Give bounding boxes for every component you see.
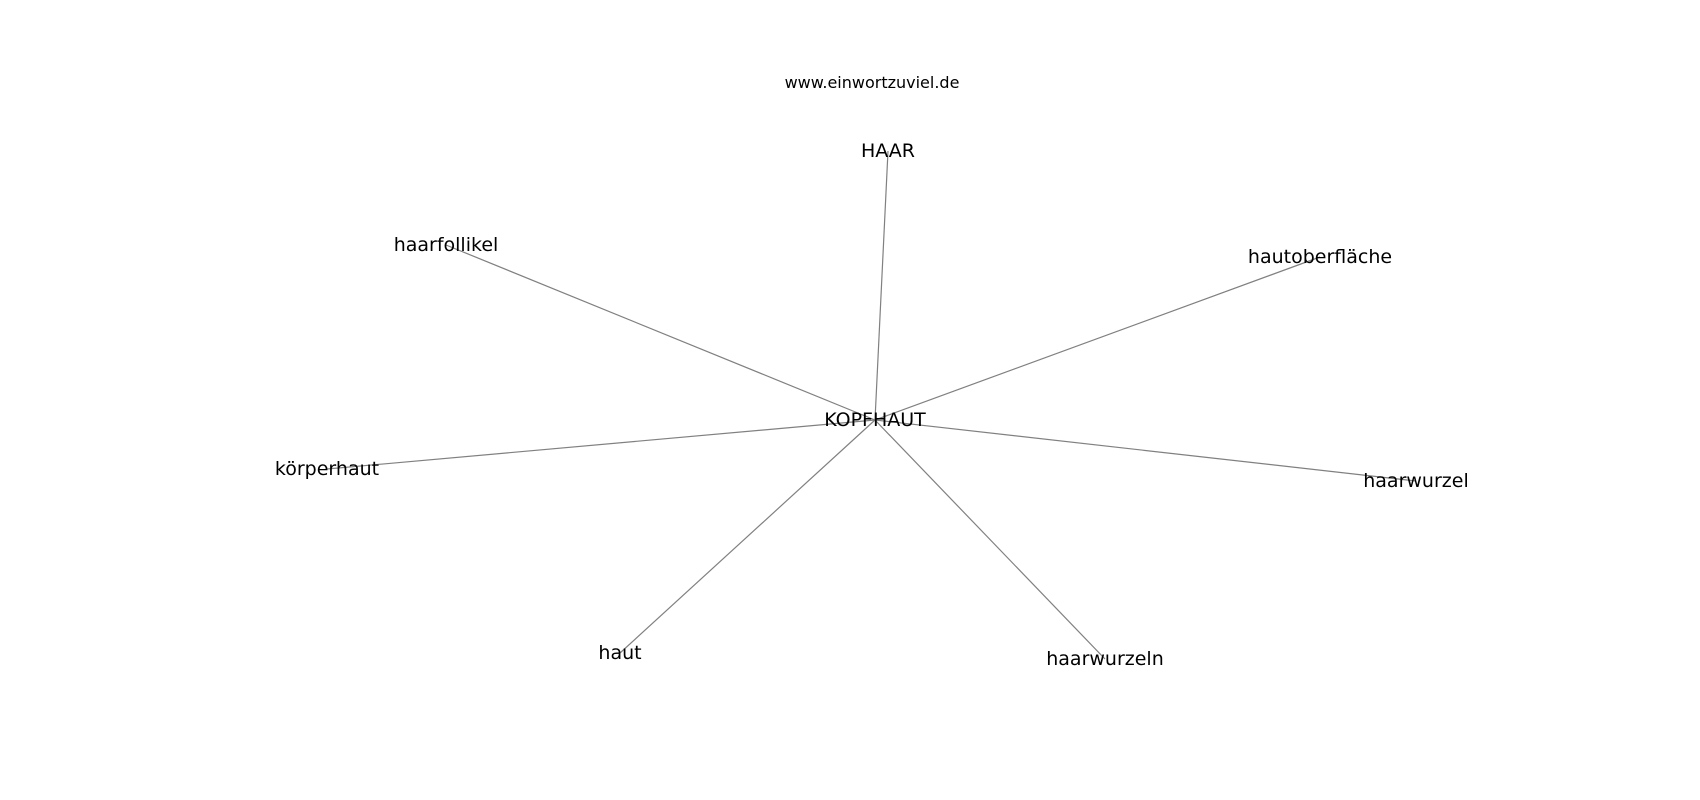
node-label-haarwurzel: haarwurzel — [1363, 470, 1468, 492]
watermark-text: www.einwortzuviel.de — [785, 73, 960, 92]
node-label-haarwurzeln: haarwurzeln — [1046, 648, 1164, 670]
labels-layer: KOPFHAUT HAAR hautoberfläche haarwurzel haar… — [275, 140, 1469, 670]
edge-haarwurzeln — [874, 419, 1106, 660]
edge-haut — [619, 419, 876, 654]
center-node-label: KOPFHAUT — [824, 409, 926, 431]
node-label-haut: haut — [598, 642, 641, 664]
edge-hautoberflaeche — [874, 256, 1321, 421]
edge-haar — [874, 150, 889, 421]
node-label-haar: HAAR — [861, 140, 915, 162]
edges-layer — [326, 150, 1417, 660]
edge-koerperhaut — [326, 419, 876, 470]
edge-haarwurzel — [874, 419, 1417, 482]
node-label-haarfollikel: haarfollikel — [394, 234, 499, 256]
edge-haarfollikel — [445, 244, 876, 421]
node-label-hautoberflaeche: hautoberfläche — [1248, 246, 1392, 268]
node-label-koerperhaut: körperhaut — [275, 458, 379, 480]
